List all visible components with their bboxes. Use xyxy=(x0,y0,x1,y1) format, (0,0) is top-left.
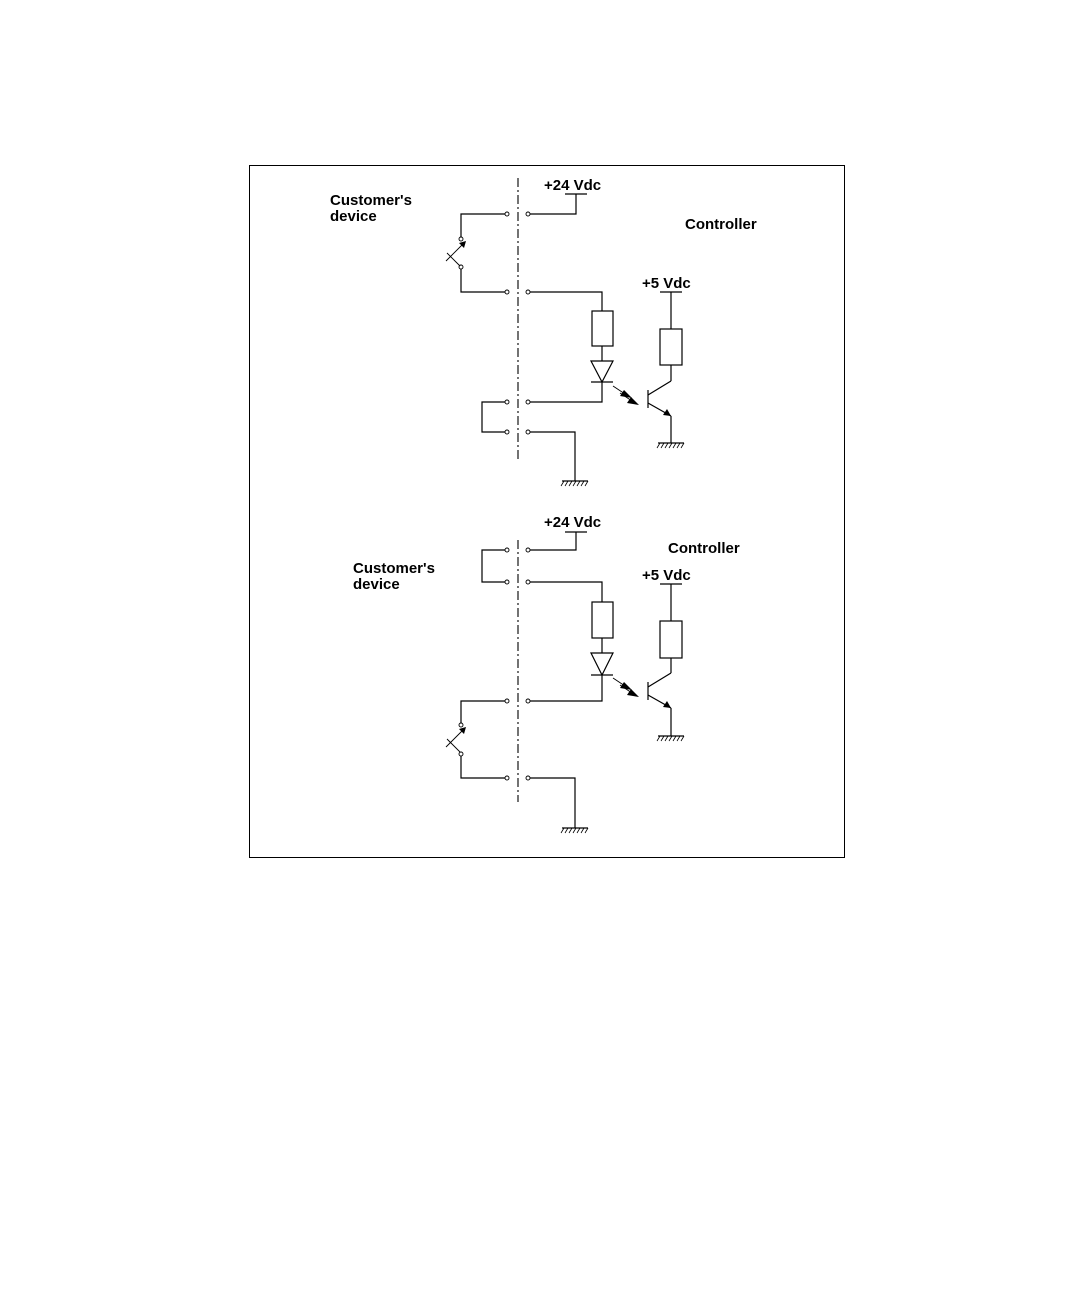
ground-symbol xyxy=(561,828,588,833)
supply-24v-label: +24 Vdc xyxy=(544,177,601,194)
controller-label: Controller xyxy=(668,540,740,557)
optocoupler-led xyxy=(591,653,613,675)
ground-symbol xyxy=(657,443,684,448)
customer-device-label-line2: device xyxy=(330,208,377,225)
switch-contact xyxy=(446,214,505,292)
customer-device-label-line1: Customer's xyxy=(353,560,435,577)
switch-contact xyxy=(446,701,505,778)
diagram-frame xyxy=(250,166,845,858)
resistor xyxy=(592,602,613,638)
resistor xyxy=(660,329,682,365)
resistor xyxy=(592,311,613,346)
light-emission-arrows xyxy=(613,386,639,405)
customer-device-label-line1: Customer's xyxy=(330,192,412,209)
circuit-bottom: Customer's device +24 Vdc Controller +5 … xyxy=(353,514,740,833)
supply-5v-label: +5 Vdc xyxy=(642,567,691,584)
light-emission-arrows xyxy=(613,678,639,697)
jumper-wire xyxy=(482,402,505,432)
optocoupler-led xyxy=(591,361,613,382)
supply-24v-wire xyxy=(530,194,576,214)
phototransistor xyxy=(648,381,671,416)
resistor xyxy=(660,621,682,658)
supply-24v-label: +24 Vdc xyxy=(544,514,601,531)
customer-device-label-line2: device xyxy=(353,576,400,593)
ground-symbol xyxy=(561,481,588,486)
jumper-wire xyxy=(482,550,505,582)
circuit-top: Customer's device +24 Vdc Controller +5 … xyxy=(330,177,757,486)
supply-5v-label: +5 Vdc xyxy=(642,275,691,292)
supply-24v-wire xyxy=(530,532,576,550)
controller-label: Controller xyxy=(685,216,757,233)
ground-symbol xyxy=(657,736,684,741)
phototransistor xyxy=(648,673,671,708)
